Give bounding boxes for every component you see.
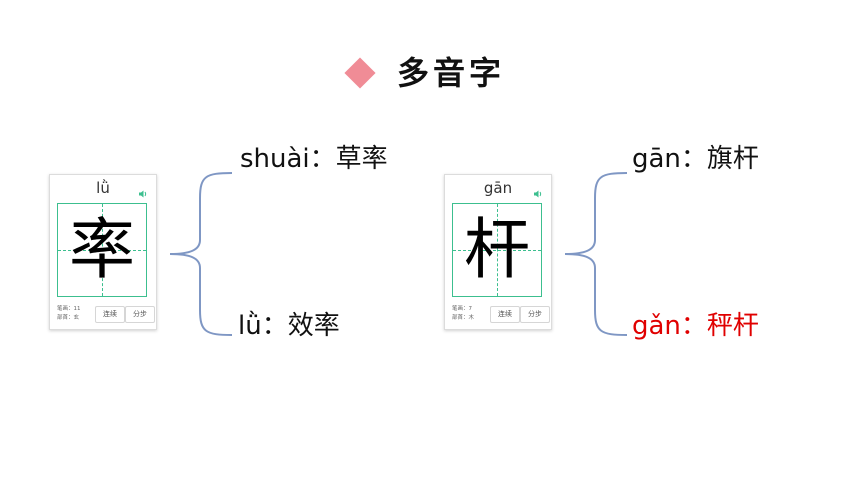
reading-shuai: shuài：草率: [240, 144, 388, 174]
speaker-icon[interactable]: [138, 184, 148, 203]
card-pinyin: gān: [483, 179, 513, 197]
character-grid: 杆: [452, 203, 542, 297]
character-glyph: 率: [69, 211, 135, 288]
diamond-icon: [344, 57, 376, 89]
left-brace-icon: [169, 172, 233, 336]
step-button[interactable]: 分步: [520, 306, 550, 323]
reading-gan-3: gǎn：秤杆: [632, 311, 759, 341]
speaker-icon[interactable]: [533, 184, 543, 203]
stroke-card-gan: gān 杆 笔画：7 部首：木 连续 分步: [444, 174, 552, 330]
character-meta: 笔画：11 部首：玄: [57, 305, 81, 323]
continuous-button[interactable]: 连续: [490, 306, 520, 323]
card-pinyin: lǜ: [96, 179, 110, 197]
step-button[interactable]: 分步: [125, 306, 155, 323]
page-title: 多音字: [397, 54, 506, 92]
right-brace-icon: [564, 172, 628, 336]
reading-lv: lǜ：效率: [238, 311, 340, 341]
character-meta: 笔画：7 部首：木: [452, 305, 474, 323]
radical-label: 部首：木: [452, 315, 475, 321]
stroke-card-lv: lǜ 率 笔画：11 部首：玄 连续 分步: [49, 174, 157, 330]
strokes-count: 笔画：11: [57, 306, 81, 312]
strokes-count: 笔画：7: [452, 306, 472, 312]
continuous-button[interactable]: 连续: [95, 306, 125, 323]
radical-label: 部首：玄: [57, 315, 80, 321]
character-grid: 率: [57, 203, 147, 297]
reading-gan-1: gān：旗杆: [632, 144, 759, 174]
character-glyph: 杆: [464, 211, 530, 288]
